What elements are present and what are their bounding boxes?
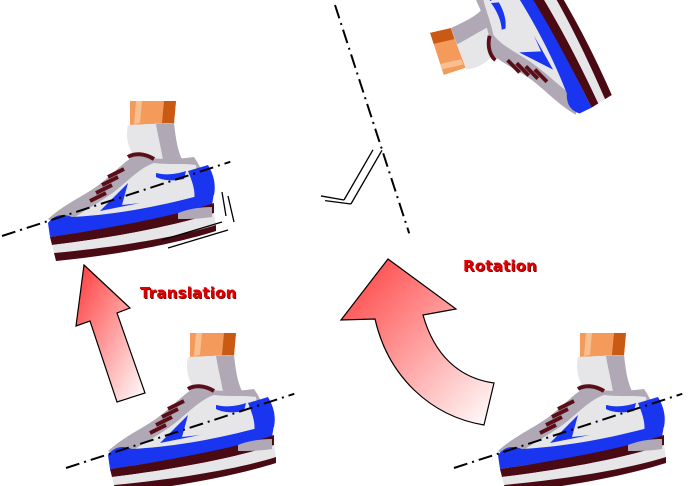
motion-lines-rotated	[320, 149, 383, 205]
translation-arrow	[75, 263, 146, 403]
shoe-rotated	[416, 0, 617, 152]
rotation-label: Rotation	[463, 257, 538, 275]
translation-label: Translation	[140, 284, 237, 302]
shoe-translated	[46, 99, 218, 263]
axis-line-rotated	[334, 4, 411, 235]
shoe-start-rotation	[496, 331, 668, 486]
shoe-start-translation	[106, 331, 278, 486]
rotation-arrow	[339, 258, 495, 426]
